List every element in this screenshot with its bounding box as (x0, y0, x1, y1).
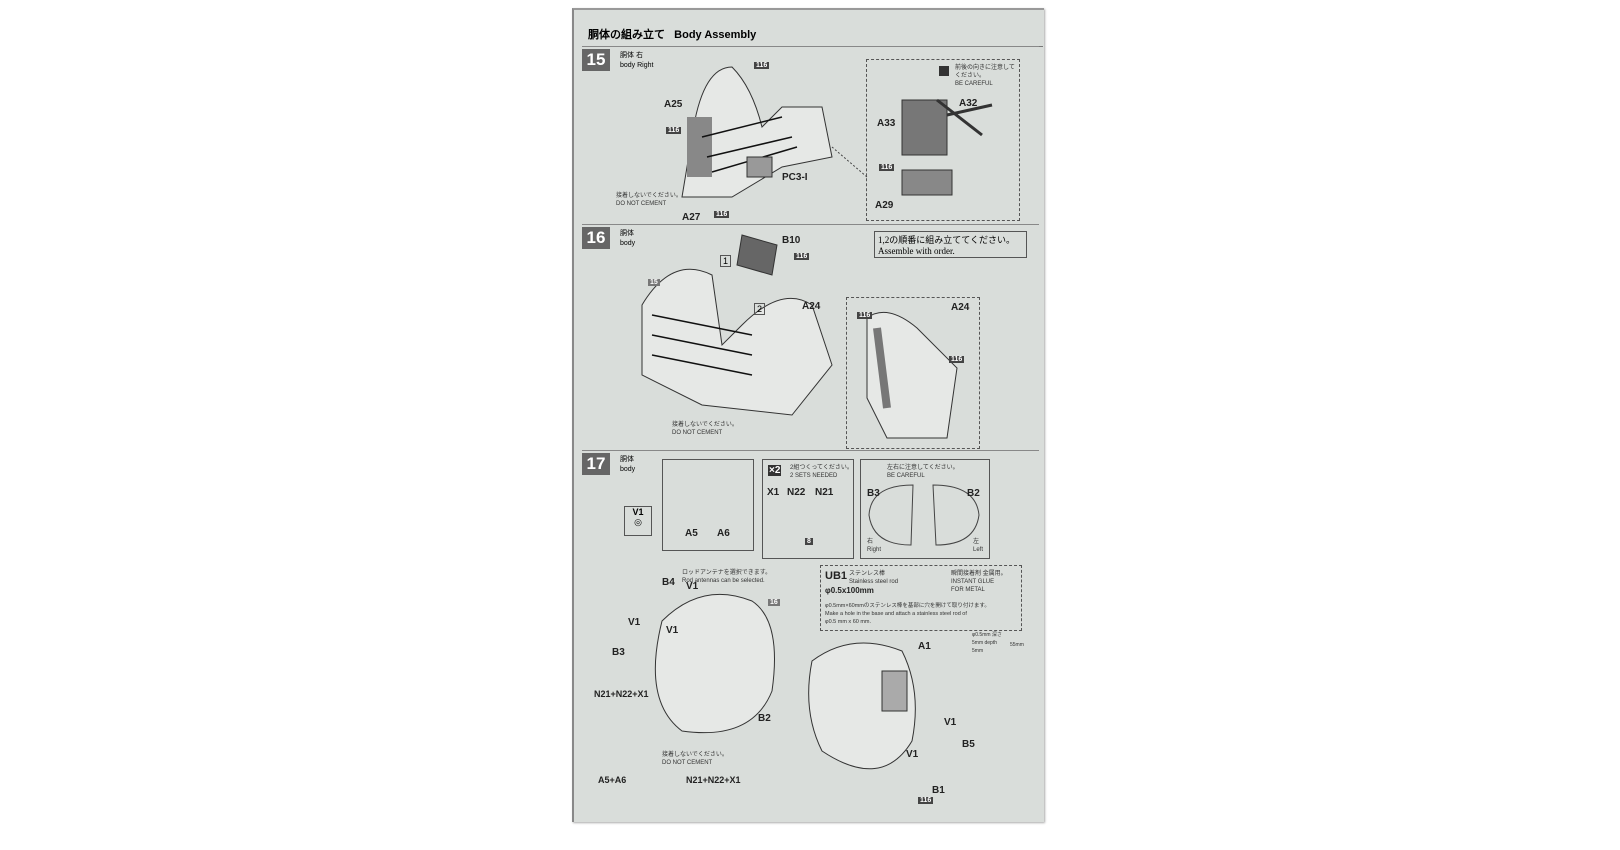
paint-code: 116 (918, 797, 934, 804)
part-label: B5 (962, 739, 975, 750)
paint-code: 116 (754, 62, 770, 69)
part-label: B2 (758, 713, 771, 724)
part-label: N21+N22+X1 (594, 689, 649, 699)
part-label: V1 (628, 617, 641, 628)
step-number: 15 (582, 49, 610, 71)
careful-icon (939, 66, 949, 76)
part-label: A32 (959, 98, 978, 109)
part-label: V1 (686, 581, 699, 592)
no-cement-note: 接着しないでください。DO NOT CEMENT (662, 752, 728, 766)
title-en: Body Assembly (674, 29, 757, 41)
part-label: B3 (612, 647, 625, 658)
part-label: A29 (875, 200, 894, 211)
detail-inset: A24 116 116 (846, 297, 980, 449)
section-header: 胴体の組み立て Body Assembly (582, 24, 1043, 47)
detail-inset: 前後の向きに注意してください。BE CAREFUL A33 A32 A29 11… (866, 59, 1020, 221)
paint-code: 116 (666, 127, 682, 134)
step-number: 17 (582, 453, 610, 475)
title-jp: 胴体の組み立て (588, 29, 665, 41)
part-label: B10 (782, 235, 801, 246)
no-cement-note: 接着しないでください。DO NOT CEMENT (616, 193, 682, 207)
part-label: V1 (666, 625, 679, 636)
step-ref: 16 (768, 599, 780, 606)
body-diagram (641, 234, 833, 416)
part-label: A1 (918, 641, 931, 652)
part-label: A24 (802, 301, 821, 312)
careful-note: 前後の向きに注意してください。BE CAREFUL (955, 65, 1015, 87)
paint-code: 116 (794, 253, 810, 260)
paint-code: 116 (879, 164, 895, 171)
paint-code: 116 (857, 312, 873, 319)
paint-code: 116 (949, 356, 965, 363)
body-right-diagram (681, 66, 868, 198)
step-ref: 15 (648, 279, 660, 286)
paint-code: 116 (714, 211, 730, 218)
no-cement-note: 接着しないでください。DO NOT CEMENT (672, 422, 738, 436)
order-note: 1,2の順番に組み立ててください。Assemble with order. (874, 231, 1027, 258)
body-assembly-diagram (654, 593, 916, 770)
part-label: V1 (906, 749, 919, 760)
part-label: A33 (877, 118, 896, 129)
antenna-note: ロッドアンテナを選択できます。Rod antennas can be selec… (682, 570, 772, 584)
part-label: PC3-I (782, 172, 808, 183)
step-number: 16 (582, 227, 610, 249)
part-label: A24 (951, 302, 970, 313)
part-label: A5+A6 (598, 775, 627, 785)
part-label: B1 (932, 785, 945, 796)
v1-box: V1◎ (624, 506, 652, 536)
length-note: 55mm (1010, 642, 1024, 648)
part-label: B4 (662, 577, 675, 588)
part-label: A27 (682, 212, 701, 223)
order-1: 1 (720, 255, 732, 267)
part-label: N21+N22+X1 (686, 775, 741, 785)
order-2: 2 (754, 303, 766, 315)
part-label: V1 (944, 717, 957, 728)
part-label: A25 (664, 99, 683, 110)
drill-note: φ0.5mm 深さ5mm depth 5mm (972, 632, 1002, 654)
